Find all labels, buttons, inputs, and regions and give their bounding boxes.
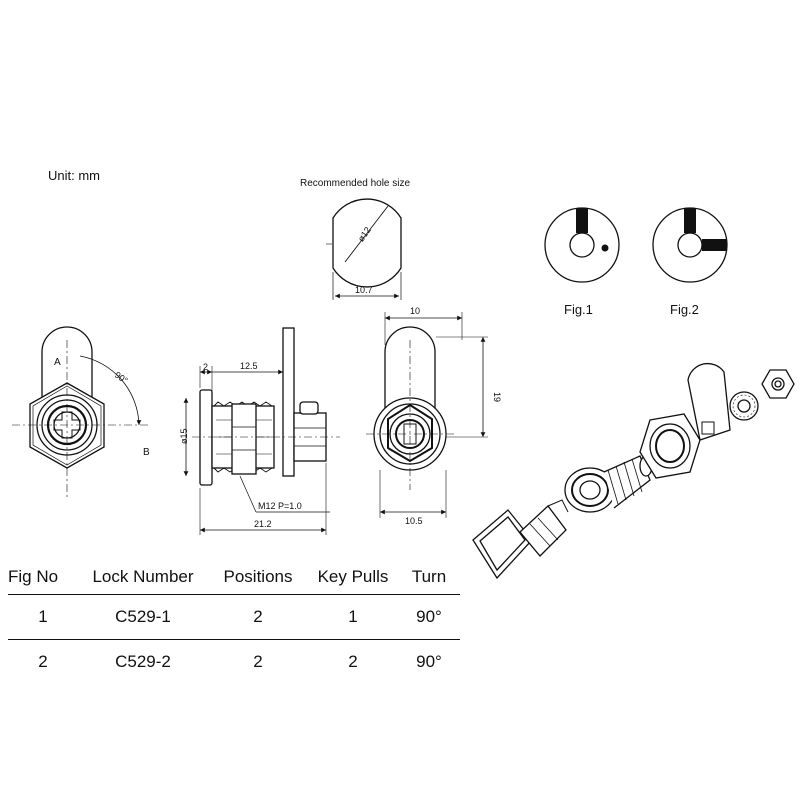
spec-table: Fig No Lock Number Positions Key Pulls T… — [8, 560, 460, 684]
header-key-pulls: Key Pulls — [317, 567, 389, 586]
unit-label: Unit: mm — [48, 168, 100, 183]
exploded-assembly — [472, 362, 795, 580]
side-total-label: 21.2 — [254, 519, 272, 529]
lock-body-part — [564, 455, 653, 513]
fig2-label: Fig.2 — [670, 302, 699, 317]
hex-nut-part — [639, 413, 701, 479]
table-row: 1 C529-1 2 1 90° — [8, 595, 460, 640]
fig1-symbol — [544, 207, 620, 283]
side-view — [183, 327, 340, 535]
side-flange-label: 2 — [203, 362, 208, 372]
hole-width-label: 10.7 — [355, 285, 373, 295]
cell-turn: 90° — [416, 607, 442, 626]
table-header-row: Fig No Lock Number Positions Key Pulls T… — [8, 560, 460, 595]
small-nut-part — [761, 369, 795, 399]
front-label-a: A — [54, 357, 61, 368]
cell-lock-number: C529-2 — [115, 652, 171, 671]
key-part — [472, 499, 569, 580]
side-thread-label: M12 P=1.0 — [258, 501, 302, 511]
cell-positions: 2 — [253, 652, 263, 671]
cell-fig-no: 2 — [38, 652, 48, 671]
cell-key-pulls: 1 — [348, 607, 358, 626]
front-angle-label: 90° — [113, 370, 130, 386]
hole-profile — [326, 198, 402, 300]
header-turn: Turn — [411, 567, 447, 586]
cell-turn: 90° — [416, 652, 442, 671]
rear-height-label: 19 — [492, 392, 502, 402]
front-label-b: B — [143, 447, 150, 458]
table-row: 2 C529-2 2 2 90° — [8, 640, 460, 684]
rear-bottom-label: 10.5 — [405, 516, 423, 526]
cam-part — [687, 362, 731, 441]
rear-view — [366, 312, 488, 518]
fig1-label: Fig.1 — [564, 302, 593, 317]
cell-fig-no: 1 — [38, 607, 48, 626]
hole-title: Recommended hole size — [300, 178, 410, 189]
cell-key-pulls: 2 — [348, 652, 358, 671]
rear-top-label: 10 — [410, 306, 420, 316]
cell-positions: 2 — [253, 607, 263, 626]
front-view — [12, 326, 150, 500]
header-fig-no: Fig No — [8, 567, 59, 586]
header-positions: Positions — [223, 567, 293, 586]
header-lock-number: Lock Number — [92, 567, 194, 586]
washer-part — [729, 391, 759, 421]
side-thread-length-label: 12.5 — [240, 361, 258, 371]
side-diameter-label: ø15 — [179, 428, 189, 444]
cell-lock-number: C529-1 — [115, 607, 171, 626]
fig2-symbol — [652, 207, 728, 283]
